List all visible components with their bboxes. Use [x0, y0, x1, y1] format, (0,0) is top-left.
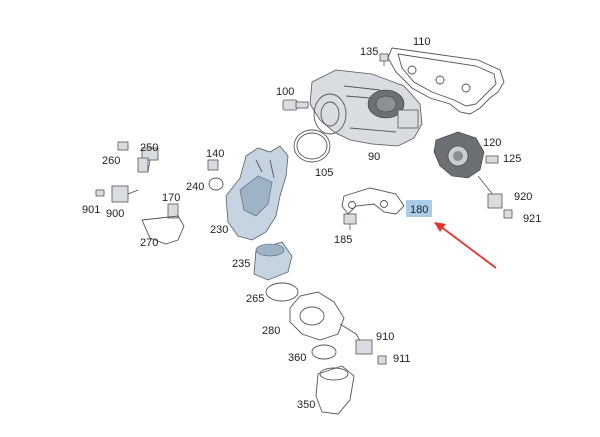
- screw-260: [117, 141, 129, 151]
- bolt-100: [282, 99, 309, 111]
- housing-280: [289, 291, 363, 345]
- label-901[interactable]: 901: [82, 204, 100, 216]
- label-900[interactable]: 900: [106, 208, 124, 220]
- label-260[interactable]: 260: [102, 155, 120, 167]
- actuator-120: [433, 131, 485, 179]
- label-235[interactable]: 235: [232, 258, 250, 270]
- label-120[interactable]: 120: [483, 137, 501, 149]
- label-240[interactable]: 240: [186, 181, 204, 193]
- label-185[interactable]: 185: [334, 234, 352, 246]
- label-180-highlight: [406, 200, 432, 217]
- stud-170: [167, 203, 179, 219]
- bolt-185: [343, 213, 357, 230]
- screw-125: [485, 155, 499, 164]
- label-110[interactable]: 110: [413, 36, 431, 48]
- label-911[interactable]: 911: [393, 353, 411, 365]
- label-265[interactable]: 265: [246, 293, 264, 305]
- label-105[interactable]: 105: [315, 167, 333, 179]
- label-100[interactable]: 100: [276, 86, 294, 98]
- label-350[interactable]: 350: [297, 399, 315, 411]
- label-270[interactable]: 270: [140, 237, 158, 249]
- sensor-920: [477, 175, 513, 219]
- sensor-910: [355, 339, 387, 365]
- label-230[interactable]: 230: [210, 224, 228, 236]
- clamp-265: [265, 282, 299, 302]
- label-170[interactable]: 170: [162, 192, 180, 204]
- label-920[interactable]: 920: [514, 191, 532, 203]
- exhaust-housing-90: [309, 69, 423, 147]
- label-125[interactable]: 125: [503, 153, 521, 165]
- plug-135: [379, 53, 389, 66]
- label-180[interactable]: 180: [410, 204, 428, 216]
- sensor-900: [95, 185, 139, 203]
- screw-140: [207, 159, 219, 171]
- label-135[interactable]: 135: [360, 46, 378, 58]
- heat-shield-235: [253, 241, 293, 281]
- ring-360: [311, 344, 337, 360]
- intake-gasket-110: [387, 47, 505, 115]
- label-280[interactable]: 280: [262, 325, 280, 337]
- pipe-350: [315, 365, 355, 415]
- sensor-250: [137, 147, 159, 173]
- label-921[interactable]: 921: [523, 213, 541, 225]
- label-360[interactable]: 360: [288, 352, 306, 364]
- pointer-arrow: [434, 222, 497, 269]
- label-910[interactable]: 910: [376, 331, 394, 343]
- label-140[interactable]: 140: [206, 148, 224, 160]
- bracket-270: [141, 215, 185, 245]
- label-90[interactable]: 90: [368, 151, 380, 163]
- o-ring-105: [293, 129, 331, 163]
- label-250[interactable]: 250: [140, 142, 158, 154]
- washer-240: [208, 177, 224, 191]
- bracket-180: [341, 187, 405, 215]
- heat-shield-230: [225, 145, 289, 241]
